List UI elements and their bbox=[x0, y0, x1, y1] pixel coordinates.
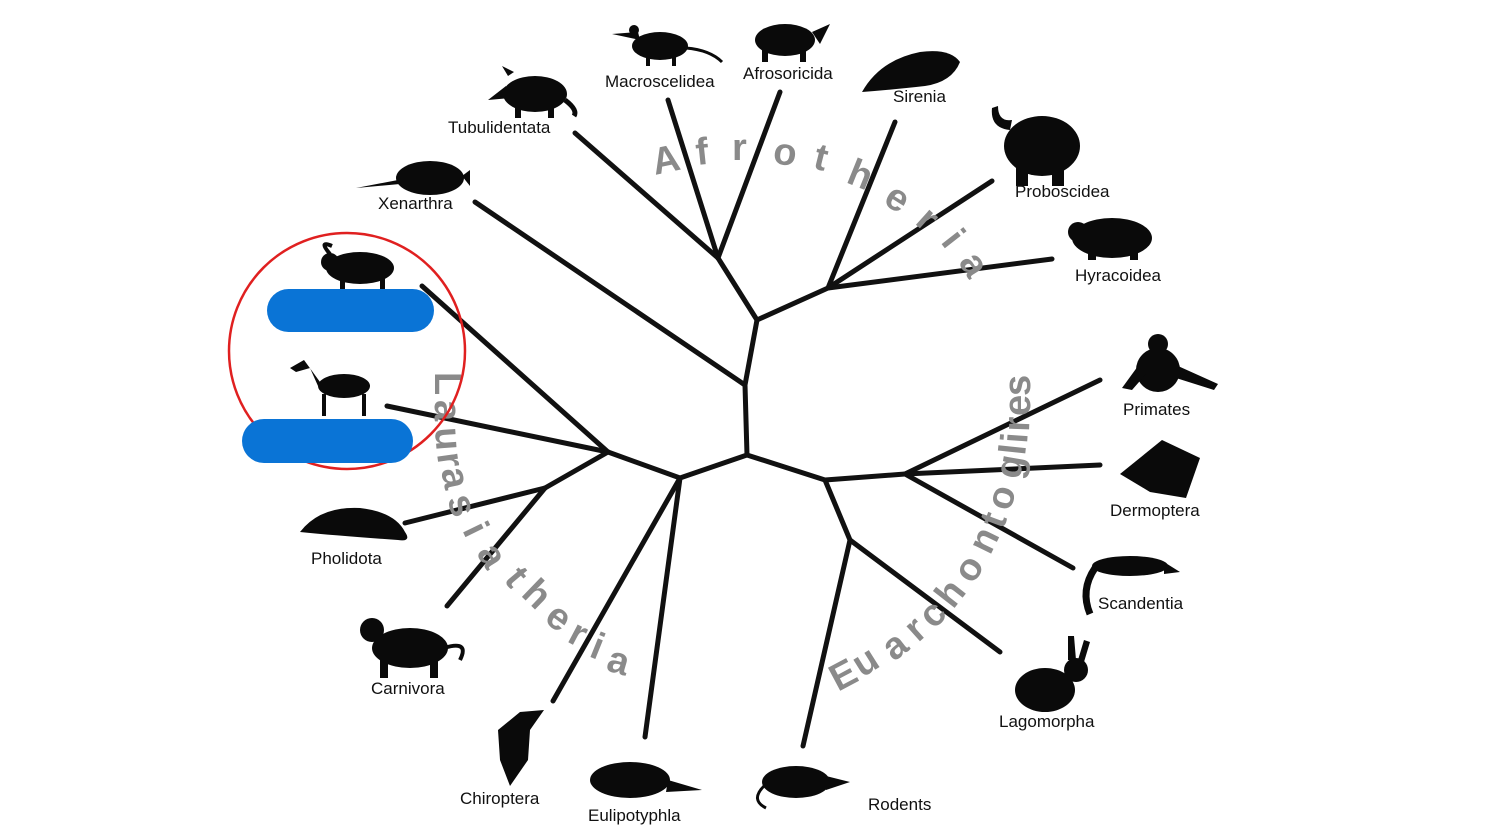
tree-branches bbox=[384, 89, 1103, 749]
hyracoidea-icon bbox=[1068, 218, 1152, 260]
branch-macroscelidea bbox=[665, 97, 721, 261]
label-rodents: Rodents bbox=[868, 795, 931, 814]
clade-laurasiatheria-label: L a u r a s i a t h e r i a bbox=[426, 372, 635, 685]
taxon-labels: Macroscelidea Afrosoricida Sirenia Tubul… bbox=[311, 64, 1200, 825]
branch-dermoptera bbox=[902, 462, 1103, 477]
label-proboscidea: Proboscidea bbox=[1015, 182, 1110, 201]
horse-label-redacted[interactable] bbox=[242, 419, 413, 463]
branch-lauras-inner bbox=[542, 449, 611, 491]
clade-letter: r bbox=[908, 198, 947, 239]
label-carnivora: Carnivora bbox=[371, 679, 445, 698]
label-sirenia: Sirenia bbox=[893, 87, 946, 106]
eulipotyphla-icon bbox=[590, 762, 702, 798]
branch-proboscidea bbox=[825, 178, 995, 291]
clade-letter: t bbox=[810, 136, 833, 180]
label-pholidota: Pholidota bbox=[311, 549, 382, 568]
clade-letter: a bbox=[603, 638, 636, 684]
clade-letter: e bbox=[997, 395, 1039, 416]
pholidota-icon bbox=[300, 507, 408, 541]
clade-letter: o bbox=[978, 481, 1025, 515]
branch-tubulidentata bbox=[572, 130, 721, 261]
branch-chiroptera bbox=[550, 475, 683, 704]
branch-pholidota bbox=[402, 485, 548, 526]
branch-afrosoricida bbox=[715, 89, 783, 261]
label-eulipotyphla: Eulipotyphla bbox=[588, 806, 681, 825]
clade-letter: f bbox=[694, 131, 711, 174]
branch-euarch-stem bbox=[744, 452, 828, 483]
carnivora-icon bbox=[360, 618, 465, 678]
ibex-label-redacted[interactable] bbox=[267, 289, 434, 332]
primates-icon bbox=[1122, 334, 1218, 392]
clade-letter: i bbox=[933, 222, 973, 256]
label-scandentia: Scandentia bbox=[1098, 594, 1184, 613]
clade-letter: l bbox=[992, 442, 1035, 457]
clade-letter: a bbox=[426, 400, 468, 422]
branch-primates bbox=[902, 377, 1103, 477]
macroscelidea-icon bbox=[612, 25, 724, 66]
highlight-circle bbox=[227, 231, 467, 471]
clade-euarchontoglires-label: E u a r c h o n t o g l i r e s bbox=[823, 375, 1039, 700]
branch-ibex bbox=[419, 283, 611, 455]
clade-letter: r bbox=[428, 449, 472, 470]
clade-letter: e bbox=[877, 175, 917, 222]
branch-lagomorpha bbox=[847, 537, 1003, 655]
lagomorpha-icon bbox=[1015, 636, 1090, 712]
branch-euarch-right bbox=[822, 471, 908, 483]
tubulidentata-icon bbox=[488, 66, 578, 118]
branch-carnivora bbox=[444, 485, 548, 609]
clade-letter: u bbox=[426, 426, 470, 452]
proboscidea-icon bbox=[991, 106, 1080, 186]
label-lagomorpha: Lagomorpha bbox=[999, 712, 1095, 731]
clade-letter: o bbox=[771, 130, 800, 175]
xenarthra-icon bbox=[356, 161, 470, 195]
branch-afro-upper bbox=[715, 255, 760, 323]
branch-glires bbox=[822, 477, 853, 543]
label-hyracoidea: Hyracoidea bbox=[1075, 266, 1162, 285]
clade-letter: s bbox=[997, 375, 1039, 396]
clade-letter: r bbox=[732, 127, 747, 169]
label-tubulidentata: Tubulidentata bbox=[448, 118, 551, 137]
dermoptera-icon bbox=[1120, 440, 1200, 498]
clade-letter: i bbox=[454, 516, 496, 544]
branch-horse bbox=[384, 403, 611, 455]
label-xenarthra: Xenarthra bbox=[378, 194, 453, 213]
branch-afro-right bbox=[754, 285, 831, 323]
branch-hyracoidea bbox=[825, 256, 1055, 291]
clade-letter: r bbox=[996, 416, 1038, 432]
ibex-icon bbox=[321, 242, 394, 290]
branch-eulipotyphla bbox=[642, 475, 683, 740]
chiroptera-icon bbox=[498, 710, 544, 786]
label-chiroptera: Chiroptera bbox=[460, 789, 540, 808]
horse-icon bbox=[290, 360, 370, 416]
rodents-icon bbox=[756, 766, 850, 810]
scandentia-icon bbox=[1082, 556, 1180, 616]
branch-xenarthra bbox=[472, 199, 748, 388]
branch-scandentia bbox=[902, 471, 1076, 571]
label-afrosoricida: Afrosoricida bbox=[743, 64, 833, 83]
label-dermoptera: Dermoptera bbox=[1110, 501, 1200, 520]
clade-letter: s bbox=[438, 489, 484, 522]
afrosoricida-icon bbox=[755, 24, 830, 62]
clade-letter: a bbox=[950, 245, 997, 286]
clade-letter: A bbox=[648, 137, 684, 184]
label-macroscelidea: Macroscelidea bbox=[605, 72, 715, 91]
sirenia-icon bbox=[862, 51, 960, 92]
branch-sirenia bbox=[825, 119, 898, 291]
clade-letter: i bbox=[994, 431, 1037, 444]
label-primates: Primates bbox=[1123, 400, 1190, 419]
branch-rodents bbox=[800, 537, 853, 749]
